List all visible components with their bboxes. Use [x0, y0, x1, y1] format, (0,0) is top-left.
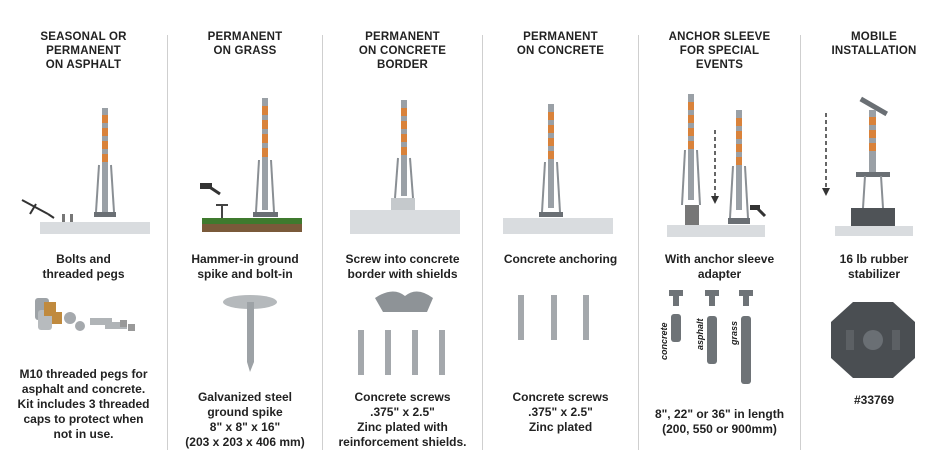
product-number: #33769: [853, 393, 895, 407]
column-divider: [167, 35, 168, 450]
bollard-post-icon: [94, 108, 116, 217]
column-divider: [800, 35, 801, 450]
column-description: Concrete screws.375" x 2.5"Zinc plated: [512, 390, 609, 434]
threaded-pegs-icon: [35, 298, 135, 331]
column-description: 8", 22" or 36" in length(200, 550 or 900…: [654, 407, 785, 436]
bollard-post-icon: [253, 98, 278, 217]
rubber-stabilizer-icon: [831, 302, 915, 378]
column-divider: [482, 35, 483, 450]
hammer-icon: [750, 205, 767, 218]
concrete-border-illustration: [350, 100, 460, 375]
sleeve-label-grass: grass: [729, 321, 739, 346]
bollard-post-icon: [681, 94, 701, 225]
concrete-screws-icon: [518, 295, 589, 340]
mobile-installation-illustration: [822, 96, 915, 378]
column-description: Concrete screws.375" x 2.5"Zinc plated w…: [338, 390, 467, 449]
rubber-base-icon: [851, 208, 895, 228]
sleeve-label-concrete: concrete: [659, 322, 669, 360]
reinforcement-shield-icon: [375, 291, 433, 312]
bollard-post-icon: [856, 96, 890, 209]
bollard-post-icon: [394, 100, 414, 199]
column-caption: Concrete anchoring: [503, 252, 618, 266]
bollard-post-icon: [728, 110, 750, 224]
column-divider: [322, 35, 323, 450]
bollard-post-icon: [539, 104, 563, 217]
asphalt-installation-illustration: [21, 108, 150, 331]
hammer-icon: [200, 183, 221, 196]
grass-installation-illustration: [200, 98, 302, 372]
anchor-sleeve-illustration: concrete asphalt grass: [659, 94, 767, 384]
concrete-installation-illustration: [503, 104, 613, 340]
ground-spike-icon: [223, 295, 277, 372]
column-divider: [638, 35, 639, 450]
caulk-gun-icon: [21, 199, 55, 219]
concrete-screws-icon: [358, 330, 445, 375]
anchor-sleeves-icon: [669, 290, 753, 384]
sleeve-label-asphalt: asphalt: [695, 317, 705, 350]
